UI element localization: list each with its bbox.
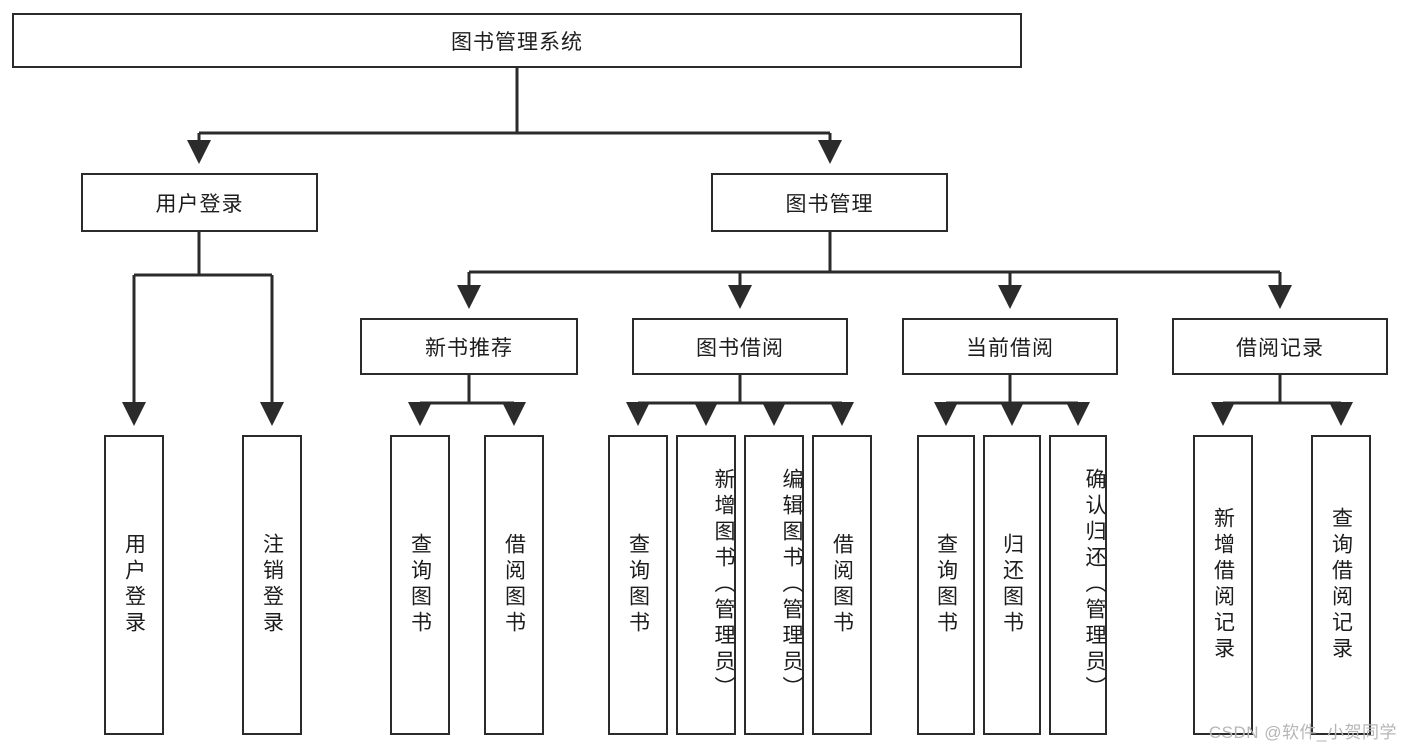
node-label: 图书借阅 — [696, 336, 784, 360]
node-current-borrow[interactable]: 当前借阅 — [902, 318, 1118, 375]
node-leaf-borrow-book-new[interactable]: 借阅图书 — [484, 435, 544, 735]
node-borrow-record[interactable]: 借阅记录 — [1172, 318, 1388, 375]
node-leaf-logout[interactable]: 注销登录 — [242, 435, 302, 735]
node-label: 图书管理 — [785, 192, 874, 216]
node-label: 图书管理系统 — [451, 30, 583, 54]
node-book-management[interactable]: 图书管理 — [711, 173, 948, 232]
node-user-login[interactable]: 用户登录 — [81, 173, 318, 232]
node-leaf-query-book-new[interactable]: 查询图书 — [390, 435, 450, 735]
node-label: 查询借阅记录 — [1329, 507, 1353, 663]
node-leaf-edit-book-admin[interactable]: 编辑图书（管理员） — [744, 435, 804, 735]
node-leaf-borrow-book[interactable]: 借阅图书 — [812, 435, 872, 735]
node-label: 借阅记录 — [1236, 336, 1324, 360]
node-label: 新书推荐 — [425, 336, 513, 360]
node-leaf-query-book-current[interactable]: 查询图书 — [917, 435, 975, 735]
node-new-book-recommend[interactable]: 新书推荐 — [360, 318, 578, 375]
node-label: 编辑图书（管理员） — [780, 468, 803, 702]
node-leaf-add-book-admin[interactable]: 新增图书（管理员） — [676, 435, 736, 735]
node-label: 确认归还（管理员） — [1083, 468, 1106, 702]
node-label: 借阅图书 — [830, 533, 854, 637]
node-label: 归还图书 — [1000, 533, 1024, 637]
watermark-text: CSDN @软件_小贺同学 — [1208, 723, 1397, 742]
node-leaf-confirm-return-admin[interactable]: 确认归还（管理员） — [1049, 435, 1107, 735]
node-label: 当前借阅 — [966, 336, 1054, 360]
node-leaf-add-borrow-record[interactable]: 新增借阅记录 — [1193, 435, 1253, 735]
node-leaf-user-login[interactable]: 用户登录 — [104, 435, 164, 735]
node-root-system[interactable]: 图书管理系统 — [12, 13, 1022, 68]
node-label: 查询图书 — [934, 533, 958, 637]
node-label: 新增借阅记录 — [1211, 507, 1235, 663]
node-leaf-query-book-borrow[interactable]: 查询图书 — [608, 435, 668, 735]
node-label: 新增图书（管理员） — [712, 468, 735, 702]
node-book-borrow[interactable]: 图书借阅 — [632, 318, 848, 375]
node-leaf-query-borrow-record[interactable]: 查询借阅记录 — [1311, 435, 1371, 735]
node-label: 用户登录 — [122, 533, 146, 637]
node-label: 用户登录 — [155, 192, 244, 216]
node-label: 借阅图书 — [502, 533, 526, 637]
node-label: 注销登录 — [260, 533, 284, 637]
node-leaf-return-book[interactable]: 归还图书 — [983, 435, 1041, 735]
node-label: 查询图书 — [626, 533, 650, 637]
node-label: 查询图书 — [408, 533, 432, 637]
